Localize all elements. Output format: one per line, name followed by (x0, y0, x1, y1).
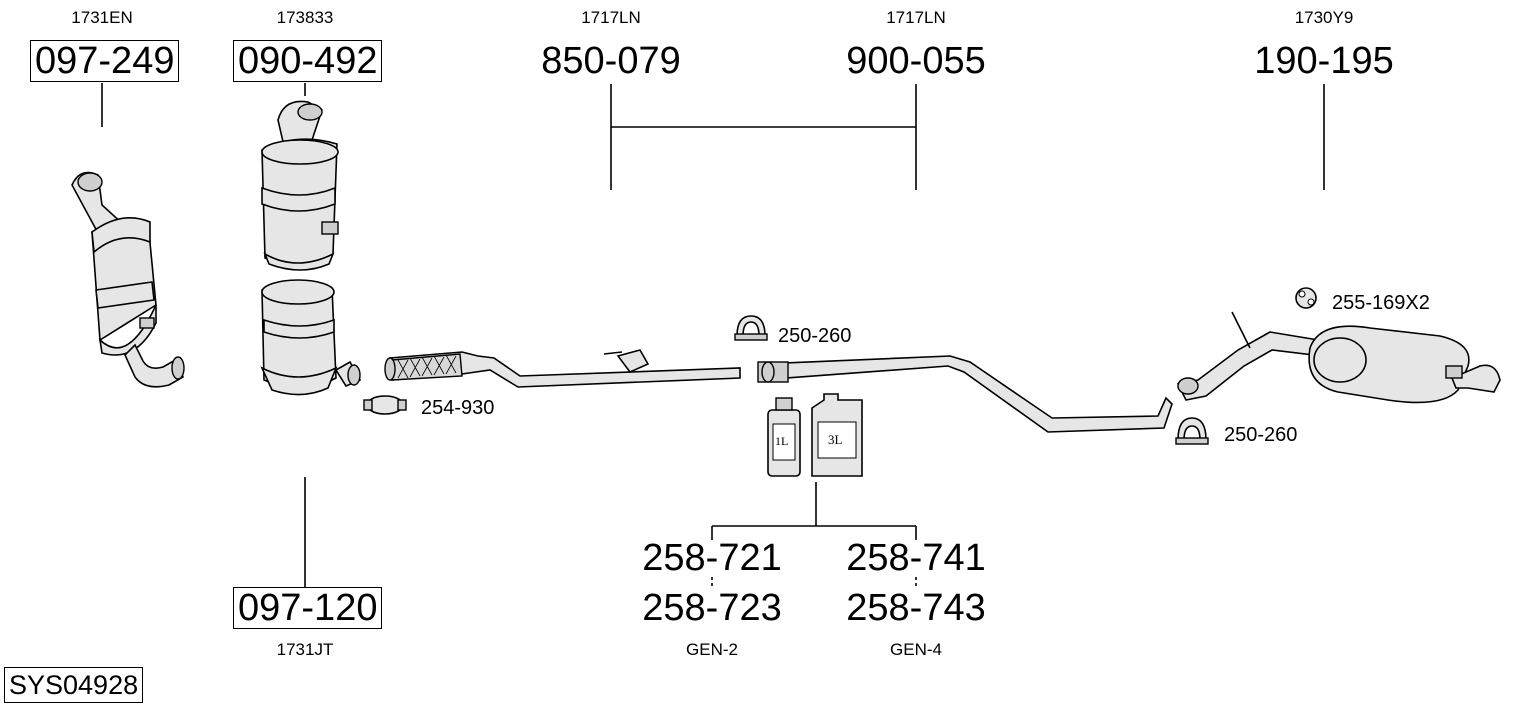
part-number-090-492[interactable]: 090-492 (233, 40, 383, 82)
clamp-254-930-drawing (363, 395, 407, 415)
part-number-190-195[interactable]: 190-195 (1254, 40, 1394, 82)
part-number-258-723[interactable]: 258-723 (642, 587, 782, 629)
part-ref-GEN-4: GEN-4 (890, 640, 942, 659)
bottle-1l-label: 1L (775, 434, 789, 448)
part-number-900-055[interactable]: 900-055 (846, 40, 986, 82)
part-number-850-079[interactable]: 850-079 (541, 40, 681, 82)
part-ref-1731EN: 1731EN (71, 8, 133, 27)
part-ref-1717LN-a: 1717LN (581, 8, 641, 27)
bracket-fluids (711, 482, 917, 587)
part-number-258-721[interactable]: 258-721 (642, 537, 782, 579)
diagram-id: SYS04928 (4, 667, 144, 703)
part-number-258-743[interactable]: 258-743 (846, 587, 986, 629)
part-ref-1717LN-b: 1717LN (886, 8, 946, 27)
part-number-097-249[interactable]: 097-249 (30, 40, 180, 82)
part-number-258-741[interactable]: 258-741 (846, 537, 986, 579)
callout-250-260-rear[interactable]: 250-260 (1224, 424, 1298, 446)
callout-254-930[interactable]: 254-930 (421, 397, 495, 419)
dpf-090-492-drawing (261, 100, 339, 271)
callout-250-260-mid[interactable]: 250-260 (778, 325, 852, 347)
bracket-1717LN (610, 84, 917, 190)
clamp-250-260-mid-drawing (734, 315, 768, 341)
catalyst-097-249-drawing (71, 171, 185, 388)
rear-muffler-190-195-drawing (1176, 311, 1501, 404)
catalyst-097-120-drawing (260, 279, 362, 396)
part-ref-GEN-2: GEN-2 (686, 640, 738, 659)
part-number-097-120[interactable]: 097-120 (233, 587, 383, 629)
part-ref-1731JT: 1731JT (276, 640, 334, 659)
callout-255-169X2[interactable]: 255-169X2 (1332, 292, 1430, 314)
rubber-mount-drawing (1295, 287, 1317, 309)
part-ref-1730Y9: 1730Y9 (1294, 8, 1354, 27)
bottle-3l-label: 3L (828, 432, 843, 447)
middle-pipe-900-055-drawing (757, 355, 1173, 433)
part-ref-173833: 173833 (276, 8, 334, 27)
fluid-bottles-drawing (767, 393, 863, 477)
clamp-250-260-rear-drawing (1175, 417, 1209, 445)
front-pipe-850-079-drawing (384, 349, 741, 388)
